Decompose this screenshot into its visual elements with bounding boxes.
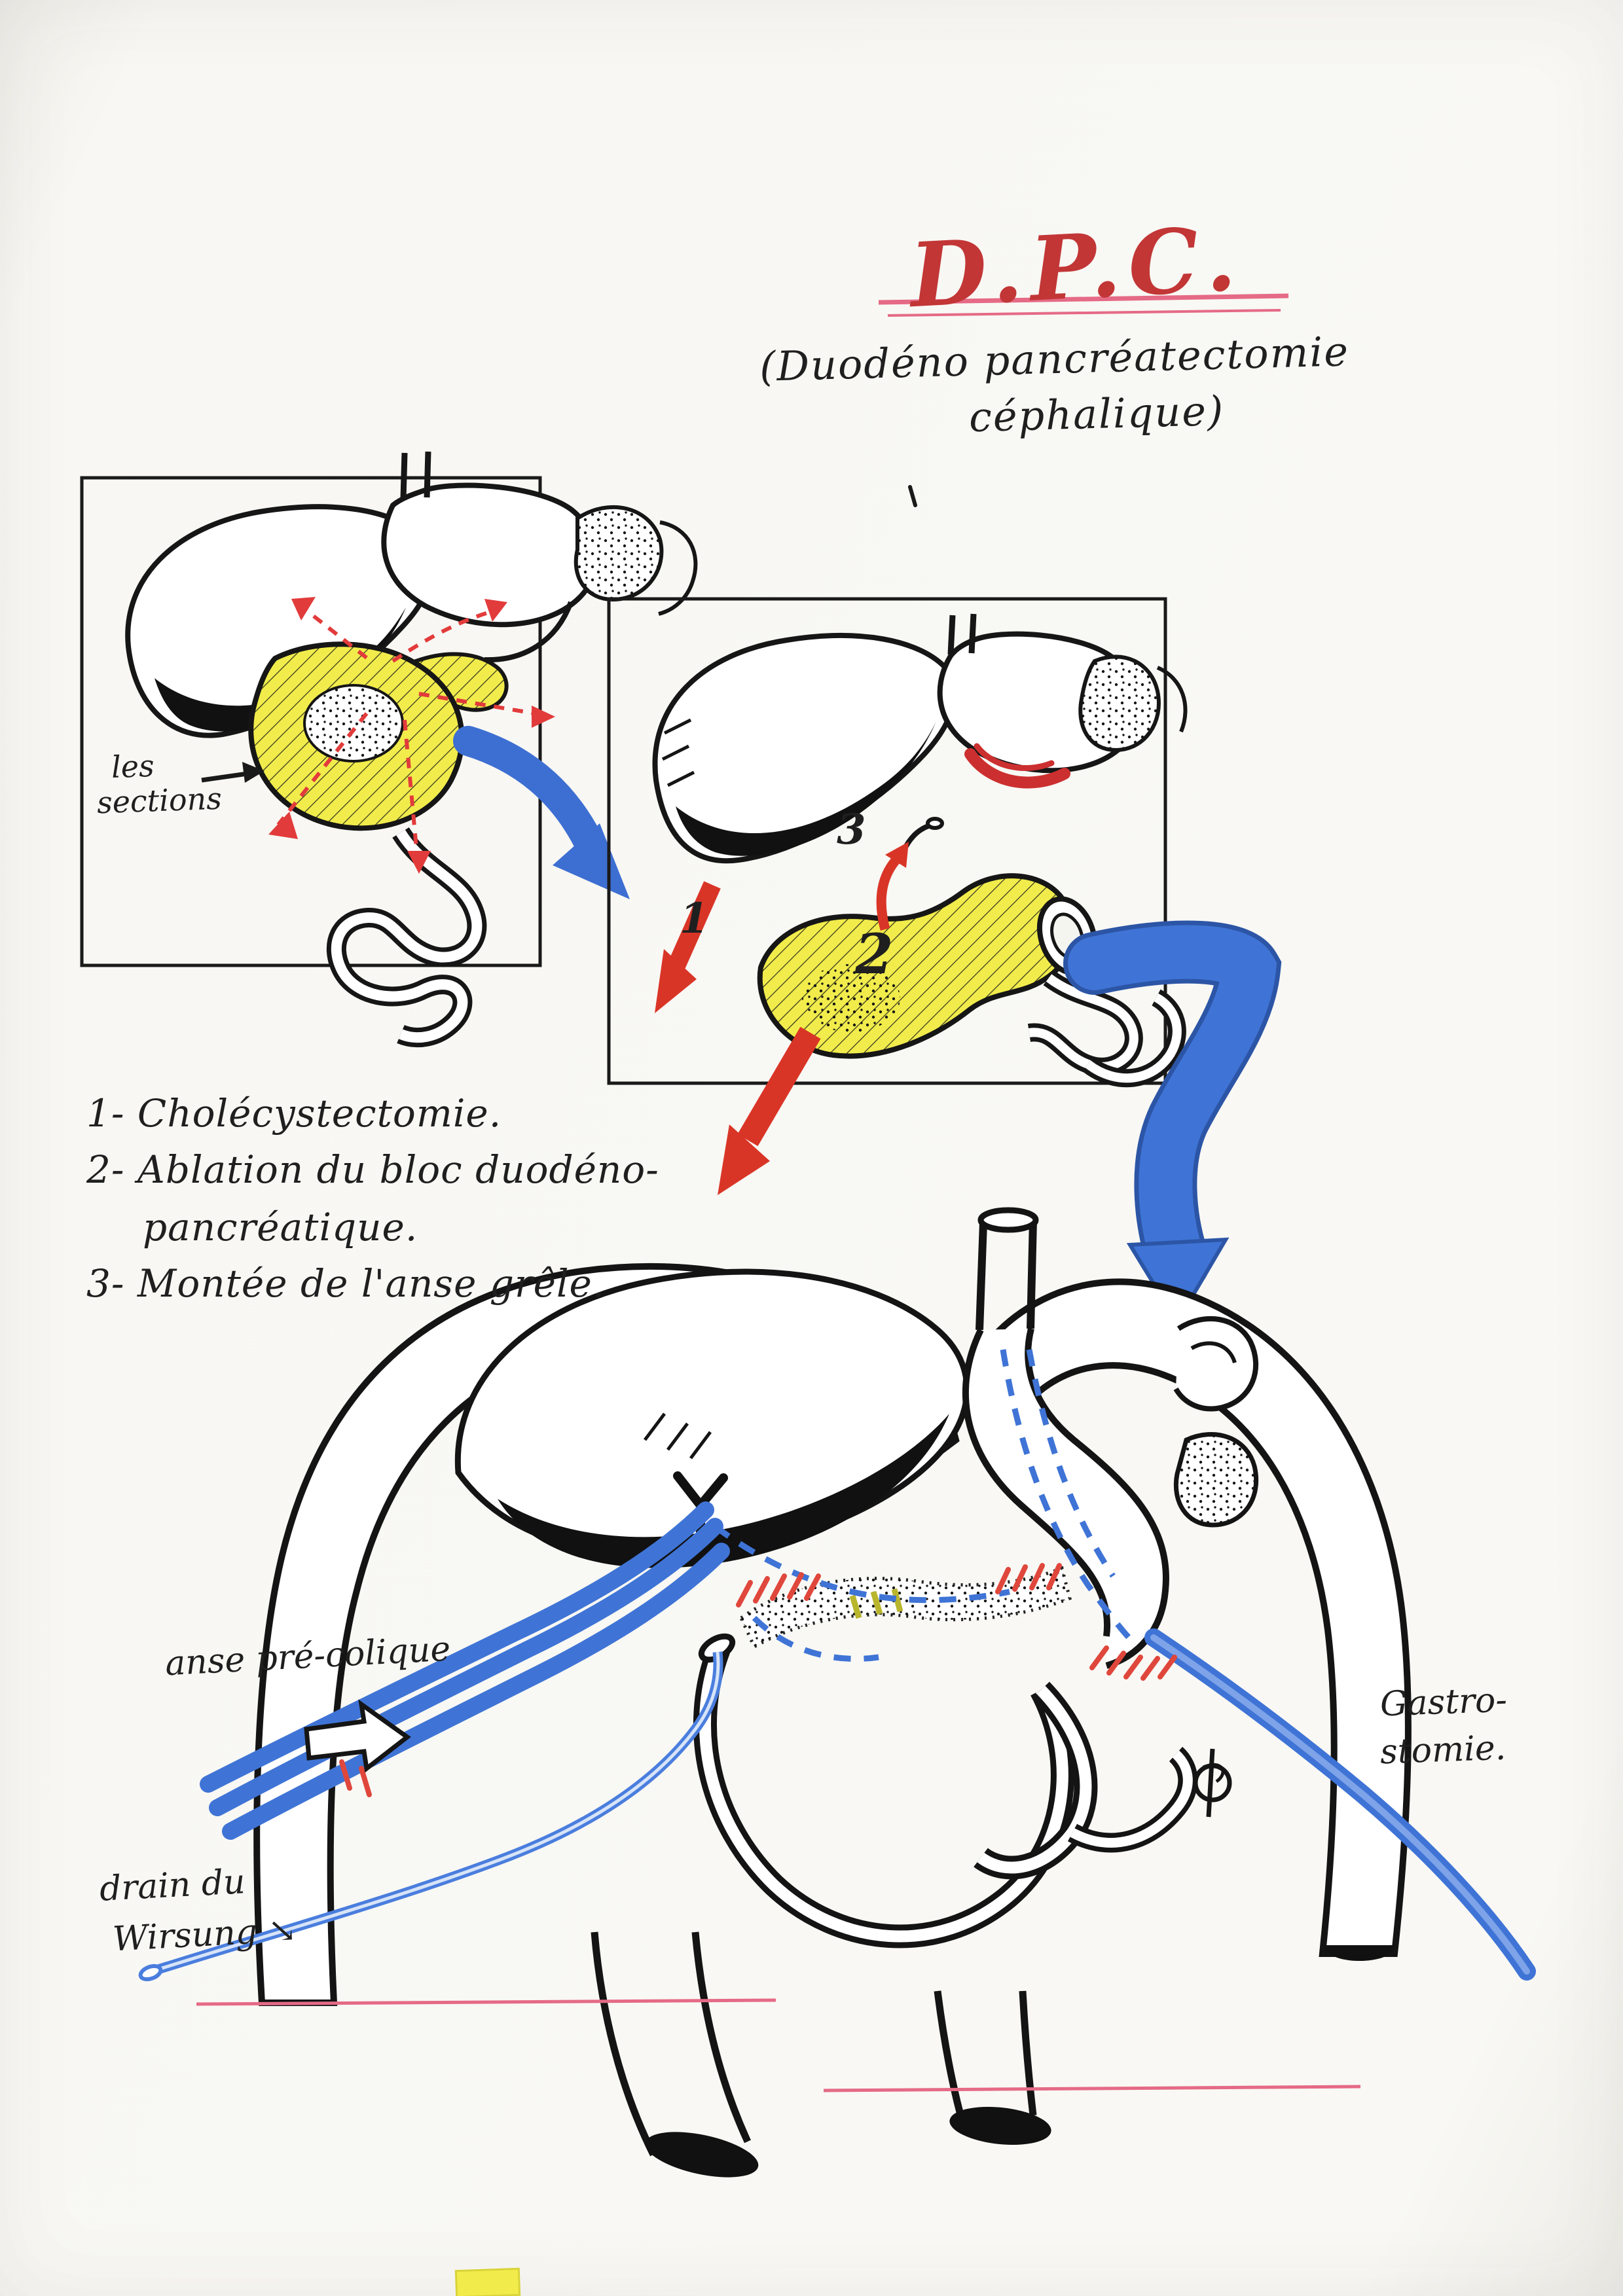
red-anastomosis-marks: [339, 1563, 1177, 1797]
main-pancreatic-tail-stipple: [1173, 1432, 1259, 1528]
legend-item-3: 3- Montée de l'anse grêle.: [86, 1261, 606, 1306]
page-title: D.P.C.: [907, 206, 1247, 328]
panel2-liver: [652, 633, 957, 864]
drain-wirsung-label-line1: drain du: [98, 1862, 246, 1909]
drain-wirsung-word: Wirsung: [111, 1912, 259, 1960]
precolic-jejunal-loop-blue: [200, 1501, 730, 1840]
panel2-spleen: [1078, 655, 1188, 753]
anse-precolique-arrow: [304, 1699, 411, 1773]
step-number-3: 3: [837, 805, 866, 854]
step-number-2: 2: [855, 922, 894, 986]
legend-item-1: 1- Cholécystectomie.: [86, 1091, 502, 1136]
panel2-intestine: [1027, 970, 1186, 1088]
step-number-1: 1: [680, 894, 709, 943]
les-sections-label-line1: les: [111, 747, 155, 785]
main-esophagus: [976, 1207, 1039, 1331]
stray-pen-mark: [908, 485, 917, 507]
panel1-section-dashed-arrows: [276, 600, 543, 863]
blue-arrow-large: [1063, 920, 1282, 1326]
signature-mark: [1193, 1748, 1232, 1818]
page-subtitle-line2: céphalique): [968, 386, 1226, 442]
main-jejunal-loop: [693, 1633, 1198, 1948]
legend-item-2-line2: pancréatique.: [143, 1205, 418, 1249]
main-pancreas-remnant: [739, 1566, 1072, 1649]
main-spleen-shell: [1173, 1316, 1259, 1412]
panel1-pancreas-duodenum-block: [248, 641, 509, 831]
wirsung-drain-tube: [138, 1651, 723, 1982]
title-underline: [878, 293, 1289, 317]
down-right-arrow-icon: ↘: [266, 1910, 298, 1951]
pink-line-bottom: [823, 2085, 1361, 2092]
panel2-red-arrows: [655, 842, 909, 1195]
gastrostomie-label-line2: stomie.: [1379, 1728, 1507, 1772]
gastrostomie-label-line1: Gastro-: [1379, 1680, 1508, 1725]
panel2-box: [607, 597, 1167, 1085]
yellow-bottom-tab: [454, 2267, 521, 2296]
blue-arrow-small: [453, 726, 630, 899]
les-sections-label-line2: sections: [96, 780, 223, 821]
panel1-intestine: [326, 827, 487, 1048]
panel1-section-arrowheads: [268, 597, 555, 874]
panel2-cut-duct-stub: [901, 817, 944, 852]
drain-wirsung-label-line2: Wirsung ↘: [111, 1910, 298, 1960]
blue-dashed-internal-paths: [713, 1349, 1133, 1662]
main-bottom-bowel-legs: [591, 1931, 1051, 2178]
les-sections-arrow: [201, 762, 264, 783]
gastrostomy-tube-blue: [1144, 1628, 1536, 1981]
legend-item-2-line1: 2- Ablation du bloc duodéno-: [86, 1147, 659, 1192]
panel1-stomach: [381, 451, 599, 663]
pink-line-left: [196, 1998, 776, 2006]
panel1-spleen: [574, 505, 698, 616]
